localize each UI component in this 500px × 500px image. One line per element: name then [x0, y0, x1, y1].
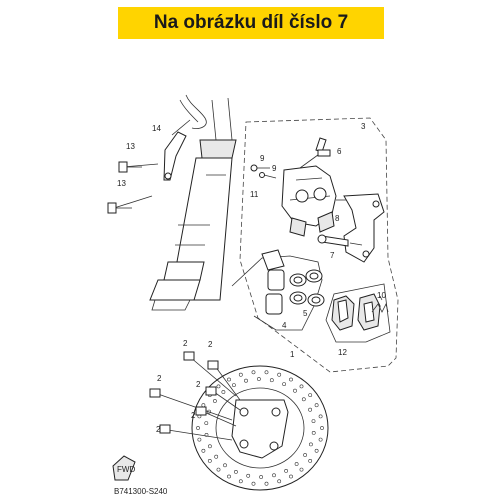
page-title: Na obrázku díl číslo 7 — [153, 12, 349, 33]
disc-hole — [214, 454, 219, 459]
callout-3: 3 — [361, 122, 366, 131]
disc-hole — [251, 481, 256, 486]
disc-hole — [238, 372, 243, 377]
disc-hole — [259, 475, 264, 479]
disc-hole — [308, 407, 313, 412]
disc-hole — [196, 426, 200, 430]
disc-hole — [264, 370, 269, 375]
disc-hole — [277, 479, 282, 484]
callout-9-upper: 9 — [260, 154, 265, 163]
piston-seal-kit — [231, 249, 325, 331]
disc-hole — [318, 437, 323, 442]
pad-pin — [250, 164, 277, 179]
disc-hole — [311, 419, 316, 424]
caliper-assembly-outline — [239, 117, 399, 373]
disc-hole — [277, 372, 282, 377]
disc-hole — [293, 388, 297, 393]
brake-disc — [191, 365, 329, 491]
callout-2-b: 2 — [208, 340, 213, 349]
disc-hole — [314, 403, 319, 408]
disc-hole — [231, 383, 236, 388]
disc-hole — [207, 444, 212, 449]
disc-hole — [311, 430, 316, 435]
disc-hole — [223, 463, 227, 468]
callout-6: 6 — [337, 147, 342, 156]
callout-4: 4 — [282, 321, 287, 330]
fwd-direction-marker: FWD — [112, 455, 136, 481]
disc-hole — [308, 393, 313, 398]
part-code: B741300-S240 — [114, 487, 168, 496]
disc-hole — [204, 421, 209, 426]
disc-hole — [227, 377, 231, 382]
callout-1: 1 — [290, 350, 295, 359]
callout-2-c: 2 — [157, 374, 162, 383]
disc-hole — [264, 481, 269, 486]
callout-11: 11 — [250, 190, 259, 199]
disc-hole — [303, 453, 308, 457]
callout-8: 8 — [335, 214, 340, 223]
disc-hole — [284, 468, 289, 473]
bolt-13-lower — [107, 195, 153, 214]
disc-hole — [201, 448, 206, 453]
callout-14: 14 — [152, 124, 161, 133]
caliper-bracket — [336, 193, 385, 263]
disc-hole — [289, 377, 293, 382]
callout-13-upper: 13 — [126, 142, 135, 151]
disc-hole — [256, 377, 261, 381]
disc-hole — [238, 479, 243, 484]
disc-hole — [244, 378, 248, 383]
disc-hole — [272, 473, 276, 478]
disc-hole — [308, 458, 313, 463]
disc-hole — [246, 473, 251, 478]
disc-hole — [212, 399, 217, 403]
disc-hole — [251, 370, 256, 375]
pad-spring — [371, 295, 389, 313]
disc-hole — [227, 474, 231, 479]
disc-hole — [197, 437, 202, 442]
disc-hole — [314, 448, 319, 453]
brake-pad-kit — [325, 283, 391, 343]
disc-hole — [308, 442, 313, 447]
disc-hole — [221, 390, 226, 394]
page-title-banner: Na obrázku díl číslo 7 — [118, 7, 384, 39]
callout-9-lower: 9 — [272, 164, 277, 173]
callout-13-lower: 13 — [117, 179, 126, 188]
caliper-body — [281, 165, 337, 237]
callout-12: 12 — [338, 348, 347, 357]
disc-hole — [201, 403, 206, 408]
callout-7: 7 — [330, 251, 335, 260]
disc-hole — [299, 384, 304, 389]
callout-2-a: 2 — [183, 339, 188, 348]
callout-10: 10 — [377, 291, 386, 300]
callout-5: 5 — [303, 309, 308, 318]
brake-hose-bracket — [163, 94, 207, 181]
front-fork-tube — [149, 97, 237, 311]
bolt-13-upper — [118, 161, 159, 173]
disc-hole — [207, 458, 212, 463]
disc-hole — [216, 384, 221, 389]
fwd-label: FWD — [117, 465, 135, 474]
disc-hole — [320, 426, 324, 430]
bleed-screw — [299, 137, 331, 169]
disc-hole — [282, 382, 287, 387]
disc-hole — [289, 474, 293, 479]
disc-hole — [233, 469, 238, 474]
disc-hole — [299, 467, 304, 472]
disc-hole — [301, 397, 306, 402]
disc-hole — [318, 414, 323, 419]
disc-hole — [294, 462, 299, 466]
callout-2-e: 2 — [156, 425, 161, 434]
slide-pin — [317, 234, 363, 247]
disc-hole — [216, 467, 221, 472]
callout-2-d: 2 — [196, 380, 201, 389]
disc-hole — [269, 378, 274, 383]
disc-bolts — [149, 351, 241, 441]
callout-2-f: 2 — [191, 411, 196, 420]
